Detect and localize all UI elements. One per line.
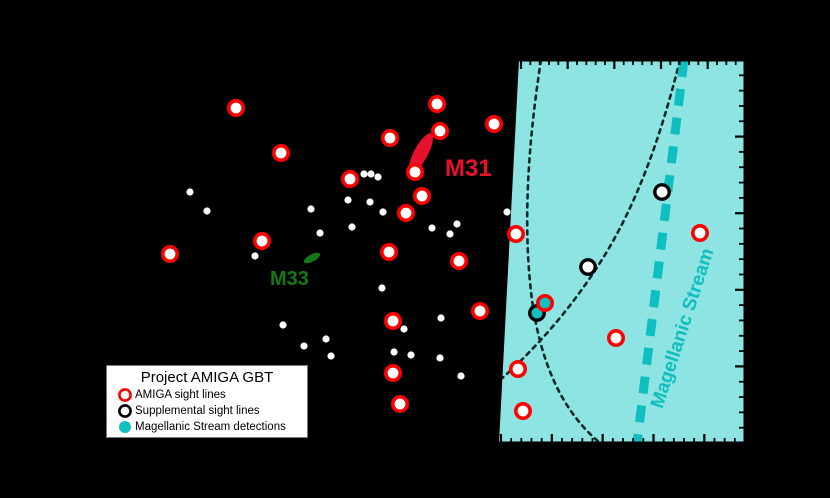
background-point (400, 325, 408, 333)
background-point (378, 284, 386, 292)
axis-ticks-top (519, 60, 746, 69)
amiga-sightline-marker[interactable] (396, 204, 415, 223)
background-point (453, 220, 461, 228)
background-point (446, 230, 454, 238)
background-point (344, 196, 352, 204)
background-point (457, 372, 465, 380)
legend-label-ms-detections: Magellanic Stream detections (135, 421, 286, 433)
background-point (428, 224, 436, 232)
supplemental-sightline-marker[interactable] (579, 258, 597, 276)
background-point (327, 352, 335, 360)
amiga-sightline-marker[interactable] (380, 129, 399, 148)
background-point-group (186, 170, 511, 380)
teal-filled-circle-icon (115, 419, 135, 435)
amiga-sightline-marker[interactable] (427, 95, 446, 114)
background-point (316, 229, 324, 237)
amiga-sightline-marker[interactable] (271, 144, 290, 163)
amiga-sightline-marker[interactable] (606, 328, 625, 347)
background-point (300, 342, 308, 350)
magellanic-stream-region (499, 60, 745, 443)
amiga-sightline-marker[interactable] (513, 401, 532, 420)
background-point (348, 223, 356, 231)
supplemental-sightline-marker[interactable] (653, 183, 671, 201)
amiga-sightline-marker[interactable] (449, 252, 468, 271)
magellanic-stream-axis-line (632, 59, 689, 444)
amiga-sightline-marker[interactable] (405, 163, 424, 182)
legend-item-amiga: AMIGA sight lines (115, 387, 301, 403)
m33-label: M33 (270, 268, 309, 290)
background-point (436, 354, 444, 362)
red-ring-circle-icon (115, 387, 135, 403)
amiga-sightline-marker[interactable] (383, 311, 402, 330)
amiga-sightline-group (161, 95, 709, 420)
amiga-sightline-marker[interactable] (412, 187, 431, 206)
legend-item-supplemental: Supplemental sight lines (115, 403, 301, 419)
legend-title: Project AMIGA GBT (140, 369, 274, 386)
amiga-sightline-marker[interactable] (535, 293, 554, 312)
amiga-sightline-marker[interactable] (690, 224, 709, 243)
amiga-sightline-marker[interactable] (253, 232, 272, 251)
m31-label: M31 (445, 155, 492, 182)
amiga-sightline-marker[interactable] (161, 245, 180, 264)
background-point (360, 170, 368, 178)
axis-ticks-right (735, 58, 745, 445)
amiga-sightline-marker[interactable] (227, 99, 246, 118)
background-point (251, 252, 259, 260)
background-point (379, 208, 387, 216)
background-point (322, 335, 330, 343)
background-point (390, 348, 398, 356)
background-point (366, 198, 374, 206)
legend-item-ms-detections: Magellanic Stream detections (115, 419, 301, 435)
background-point (437, 314, 445, 322)
amiga-sightline-marker[interactable] (430, 122, 449, 141)
background-point (203, 207, 211, 215)
m33-galaxy-ellipse (303, 252, 321, 264)
background-point (367, 170, 375, 178)
background-point (307, 205, 315, 213)
amiga-sightline-marker[interactable] (508, 359, 527, 378)
background-point (374, 173, 382, 181)
model-contour-outer (499, 60, 682, 383)
model-contour-curves (499, 60, 682, 443)
m31-galaxy-ellipse (408, 133, 434, 173)
black-ring-circle-icon (115, 403, 135, 419)
legend-box: Project AMIGA GBT AMIGA sight lines Supp… (106, 365, 308, 438)
amiga-sightline-marker[interactable] (383, 363, 402, 382)
background-point (503, 208, 511, 216)
amiga-sightline-marker[interactable] (470, 301, 489, 320)
amiga-sightline-marker[interactable] (484, 115, 503, 134)
legend-label-amiga: AMIGA sight lines (135, 389, 226, 401)
amiga-sightline-marker[interactable] (379, 243, 398, 262)
background-point (407, 351, 415, 359)
axis-ticks-bottom (499, 434, 746, 443)
model-contour-inner (525, 60, 602, 443)
amiga-sightline-marker[interactable] (340, 170, 359, 189)
amiga-sightline-marker[interactable] (506, 225, 525, 244)
legend-label-supplemental: Supplemental sight lines (135, 405, 260, 417)
background-point (279, 321, 287, 329)
background-point (186, 188, 194, 196)
amiga-sightline-marker[interactable] (390, 394, 409, 413)
